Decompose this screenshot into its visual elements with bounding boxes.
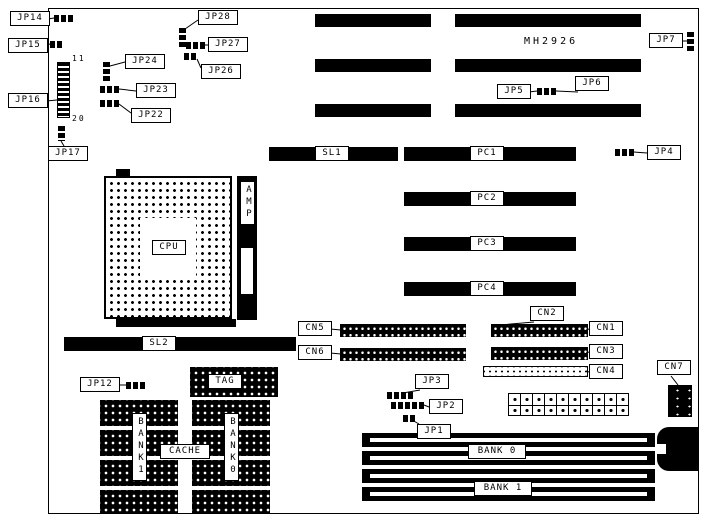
pin-number-start: 11 [72,54,86,63]
label-jp1: JP1 [417,424,451,439]
header-cn3 [491,347,588,360]
label-jp2: JP2 [429,399,463,414]
label-sl1: SL1 [315,146,349,161]
component-above-socket [116,169,130,177]
label-cn6: CN6 [298,345,332,360]
label-cn3: CN3 [589,344,623,359]
jumper-jp24 [103,62,110,81]
isa-slot-1-right [455,14,641,27]
label-simm-bank1: BANK 1 [474,481,532,496]
label-pc1: PC1 [470,146,504,161]
jumper-jp3 [387,392,413,399]
label-simm-bank0: BANK 0 [468,444,526,459]
slot-sl2 [64,337,296,351]
label-jp3: JP3 [415,374,449,389]
label-pc4: PC4 [470,281,504,296]
jumper-jp5-jp6 [537,88,556,95]
label-cpu: CPU [152,240,186,255]
label-jp23: JP23 [136,83,176,98]
label-jp12: JP12 [80,377,120,392]
label-jp15: JP15 [8,38,48,53]
pin-number-end: 20 [72,114,86,123]
jumper-jp12 [126,382,145,389]
label-cn2: CN2 [530,306,564,321]
label-cache: CACHE [160,444,210,459]
simm-slot [362,469,655,483]
label-jp26: JP26 [201,64,241,79]
jumper-jp2 [391,402,424,409]
header-cn7 [668,385,692,417]
board-outline [48,8,699,514]
label-cn7: CN7 [657,360,691,375]
label-jp16: JP16 [8,93,48,108]
component-below-socket [116,319,236,327]
isa-slot-2-right [455,59,641,72]
label-amp: AMP [240,181,255,225]
label-pc2: PC2 [470,191,504,206]
label-jp24: JP24 [125,54,165,69]
jumper-jp22 [100,100,119,107]
header-cn2-cn1 [491,324,588,337]
jumper-jp17 [58,126,65,141]
jumper-jp4 [615,149,634,156]
header-cn5 [340,324,466,337]
pin-header-jp16 [57,62,70,118]
label-sl2: SL2 [142,336,176,351]
jumper-jp26 [184,53,196,60]
jumper-jp14 [54,15,73,22]
label-jp27: JP27 [208,37,248,52]
label-jp5: JP5 [497,84,531,99]
amp-capacitor [241,248,253,294]
jumper-jp15 [50,41,62,48]
label-pc3: PC3 [470,236,504,251]
label-bank1-chips: BANK1 [132,413,147,481]
isa-slot-1-left [315,14,431,27]
label-tag: TAG [208,374,242,389]
cache-chip [100,490,178,514]
jumper-jp7 [687,32,694,51]
isa-slot-2-left [315,59,431,72]
label-jp28: JP28 [198,10,238,25]
isa-slot-3-right [455,104,641,117]
cache-chip [192,490,270,514]
label-jp22: JP22 [131,108,171,123]
jumper-jp1 [403,415,415,422]
label-cn1: CN1 [589,321,623,336]
jumper-jp28 [179,28,186,47]
label-jp7: JP7 [649,33,683,48]
header-cn4 [483,366,588,377]
label-cn4: CN4 [589,364,623,379]
keyboard-din-connector [657,427,699,471]
label-jp4: JP4 [647,145,681,160]
board-model: MH2926 [524,36,579,47]
tag-ram-chip [190,367,278,397]
jumper-jp23 [100,86,119,93]
label-jp14: JP14 [10,11,50,26]
label-jp6: JP6 [575,76,609,91]
label-jp17: JP17 [48,146,88,161]
isa-slot-3-left [315,104,431,117]
label-bank0-chips: BANK0 [224,413,239,481]
header-cn6 [340,348,466,361]
power-connector [508,393,629,416]
label-cn5: CN5 [298,321,332,336]
jumper-jp27 [186,42,205,49]
